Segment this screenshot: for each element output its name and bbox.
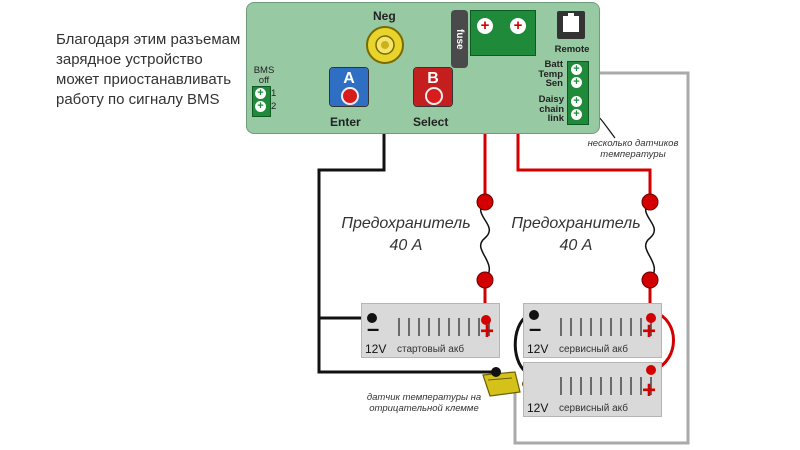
fuse-link-1	[479, 201, 491, 281]
fuse-terminal	[476, 193, 494, 211]
button-b-dot	[425, 87, 443, 105]
battery-name: сервисный акб	[559, 403, 628, 414]
fuse-terminal	[641, 271, 659, 289]
remote-label: Remote	[554, 44, 590, 55]
button-b-letter: B	[427, 70, 439, 87]
starter-battery: – + 12V стартовый акб	[361, 303, 500, 358]
terminal-post	[529, 310, 539, 320]
button-a-dot	[341, 87, 359, 105]
fuse-rating-1: 40 А	[389, 237, 423, 254]
caption-text: Благодаря этим разъемам зарядное устройс…	[56, 31, 241, 108]
battery-plus-sign: +	[642, 318, 657, 345]
bms-label: BMS off	[253, 65, 275, 86]
fuse-name-2: Предохранитель	[511, 215, 641, 232]
battery-voltage: 12V	[527, 401, 549, 415]
batt-temp-pin-2-icon[interactable]: +	[571, 77, 582, 88]
select-button[interactable]: B	[413, 67, 453, 107]
battery-voltage: 12V	[527, 342, 549, 356]
batt-temp-label: Batt Temp Sen	[538, 59, 563, 89]
batt-temp-pin-1-icon[interactable]: +	[571, 64, 582, 75]
terminal-post	[367, 313, 377, 323]
battery-minus-sign: –	[529, 316, 542, 341]
terminal-post	[646, 365, 656, 375]
terminal-post	[646, 313, 656, 323]
bms-pin-1-label: 1	[271, 88, 277, 99]
temp-sensor-note: датчик температуры на отрицательной клем…	[366, 392, 482, 414]
daisy-pin-1-icon[interactable]: +	[571, 96, 582, 107]
daisy-pin-2-icon[interactable]: +	[571, 109, 582, 120]
battery-name: сервисный акб	[559, 344, 628, 355]
select-label: Select	[413, 115, 449, 129]
output-plus-1[interactable]: +	[477, 18, 493, 34]
neg-label: Neg	[373, 9, 396, 23]
battery-plates-icon	[560, 377, 652, 395]
fuse-terminal	[476, 271, 494, 289]
charger-panel	[246, 2, 600, 134]
fuse-label-2: Предохранитель 40 А	[506, 213, 646, 257]
daisy-chain-label: Daisy chain link	[538, 94, 564, 124]
button-a-letter: A	[343, 70, 355, 87]
output-plus-2[interactable]: +	[510, 18, 526, 34]
remote-port-icon[interactable]	[556, 10, 586, 40]
bms-pin-2-icon[interactable]: +	[255, 101, 266, 112]
battery-minus-sign: –	[367, 316, 380, 341]
battery-name: стартовый акб	[397, 344, 465, 355]
service-battery-2: + 12V сервисный акб	[523, 362, 662, 417]
service-battery-1: – + 12V сервисный акб	[523, 303, 662, 358]
bms-pin-2-label: 2	[271, 101, 277, 112]
battery-plus-sign: +	[642, 377, 657, 404]
battery-voltage: 12V	[365, 342, 387, 356]
fuse-name-1: Предохранитель	[341, 215, 471, 232]
temp-sensor-wire	[513, 71, 690, 445]
fuse-terminal	[641, 193, 659, 211]
terminal-post	[491, 367, 501, 377]
enter-label: Enter	[330, 115, 361, 129]
bms-pin-1-icon[interactable]: +	[255, 88, 266, 99]
terminal-post	[481, 315, 491, 325]
fuse-link-2	[644, 201, 656, 281]
neg-terminal-icon[interactable]	[364, 24, 406, 66]
battery-plus-sign: +	[480, 318, 495, 345]
fuse-rating-2: 40 А	[559, 237, 593, 254]
battery-plates-icon	[398, 318, 490, 336]
fuse-label-1: Предохранитель 40 А	[336, 213, 476, 257]
enter-button[interactable]: A	[329, 67, 369, 107]
sensors-note: несколько датчиков температуры	[587, 138, 679, 160]
fuse-holder: fuse	[451, 10, 468, 68]
